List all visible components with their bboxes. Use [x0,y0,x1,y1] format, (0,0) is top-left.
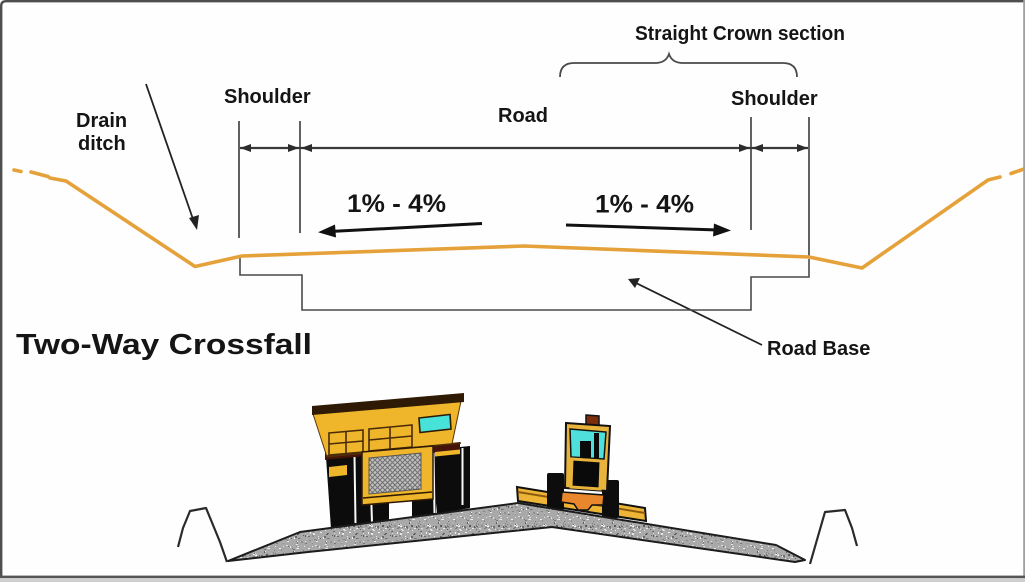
svg-text:Drain: Drain [76,110,127,132]
svg-text:Two-Way Crossfall: Two-Way Crossfall [16,329,312,361]
svg-text:Road: Road [498,105,548,127]
svg-text:Road Base: Road Base [767,338,870,360]
svg-text:ditch: ditch [78,133,126,155]
svg-text:Shoulder: Shoulder [224,86,311,108]
svg-text:1% - 4%: 1% - 4% [595,191,694,219]
svg-text:Shoulder: Shoulder [731,88,818,110]
svg-text:Straight Crown section: Straight Crown section [635,23,845,45]
svg-text:1% - 4%: 1% - 4% [347,190,446,218]
